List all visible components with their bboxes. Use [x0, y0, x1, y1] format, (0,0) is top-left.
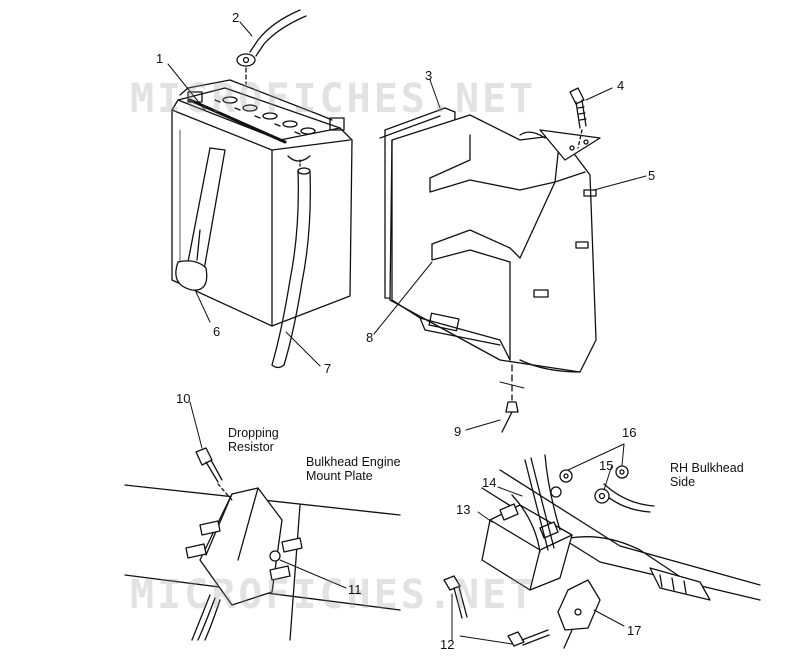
callout-7: 7 [324, 361, 332, 376]
callout-11: 11 [348, 582, 362, 597]
callout-3: 3 [425, 68, 433, 83]
note-dropping-resistor: Dropping Resistor [228, 426, 279, 454]
watermark-top: MICROFICHES.NET [130, 76, 537, 122]
vent-tube-6 [175, 147, 226, 291]
bolt-4 [569, 87, 587, 149]
fastener-9 [499, 364, 525, 433]
callout-6: 6 [213, 324, 221, 339]
callout-15: 15 [599, 458, 614, 473]
callout-4: 4 [617, 78, 625, 93]
battery-box-5 [389, 114, 601, 373]
note-rh-bulkhead: RH Bulkhead Side [670, 461, 744, 489]
bracket-17 [557, 579, 601, 649]
callout-8: 8 [366, 330, 374, 345]
wires-14 [511, 454, 561, 553]
screw-10 [195, 447, 233, 501]
callout-5: 5 [648, 168, 656, 183]
dropping-resistor [185, 487, 303, 641]
callout-10: 10 [176, 391, 191, 406]
vent-hose-7 [271, 159, 311, 369]
cable-2 [236, 9, 307, 85]
note-bulkhead-plate: Bulkhead Engine Mount Plate [306, 455, 401, 483]
leader-lines [167, 21, 647, 645]
screws-12 [443, 575, 550, 647]
callout-17: 17 [627, 623, 642, 638]
battery [171, 79, 353, 327]
callout-1: 1 [156, 51, 164, 66]
callout-9: 9 [454, 424, 462, 439]
callout-16: 16 [622, 425, 637, 440]
watermark-bottom: MICROFICHES.NET [130, 572, 537, 618]
callout-2: 2 [232, 10, 240, 25]
callout-12: 12 [440, 637, 455, 652]
nuts-16 [550, 465, 629, 504]
relay-13 [481, 503, 573, 591]
callout-14: 14 [482, 475, 497, 490]
callout-13: 13 [456, 502, 471, 517]
